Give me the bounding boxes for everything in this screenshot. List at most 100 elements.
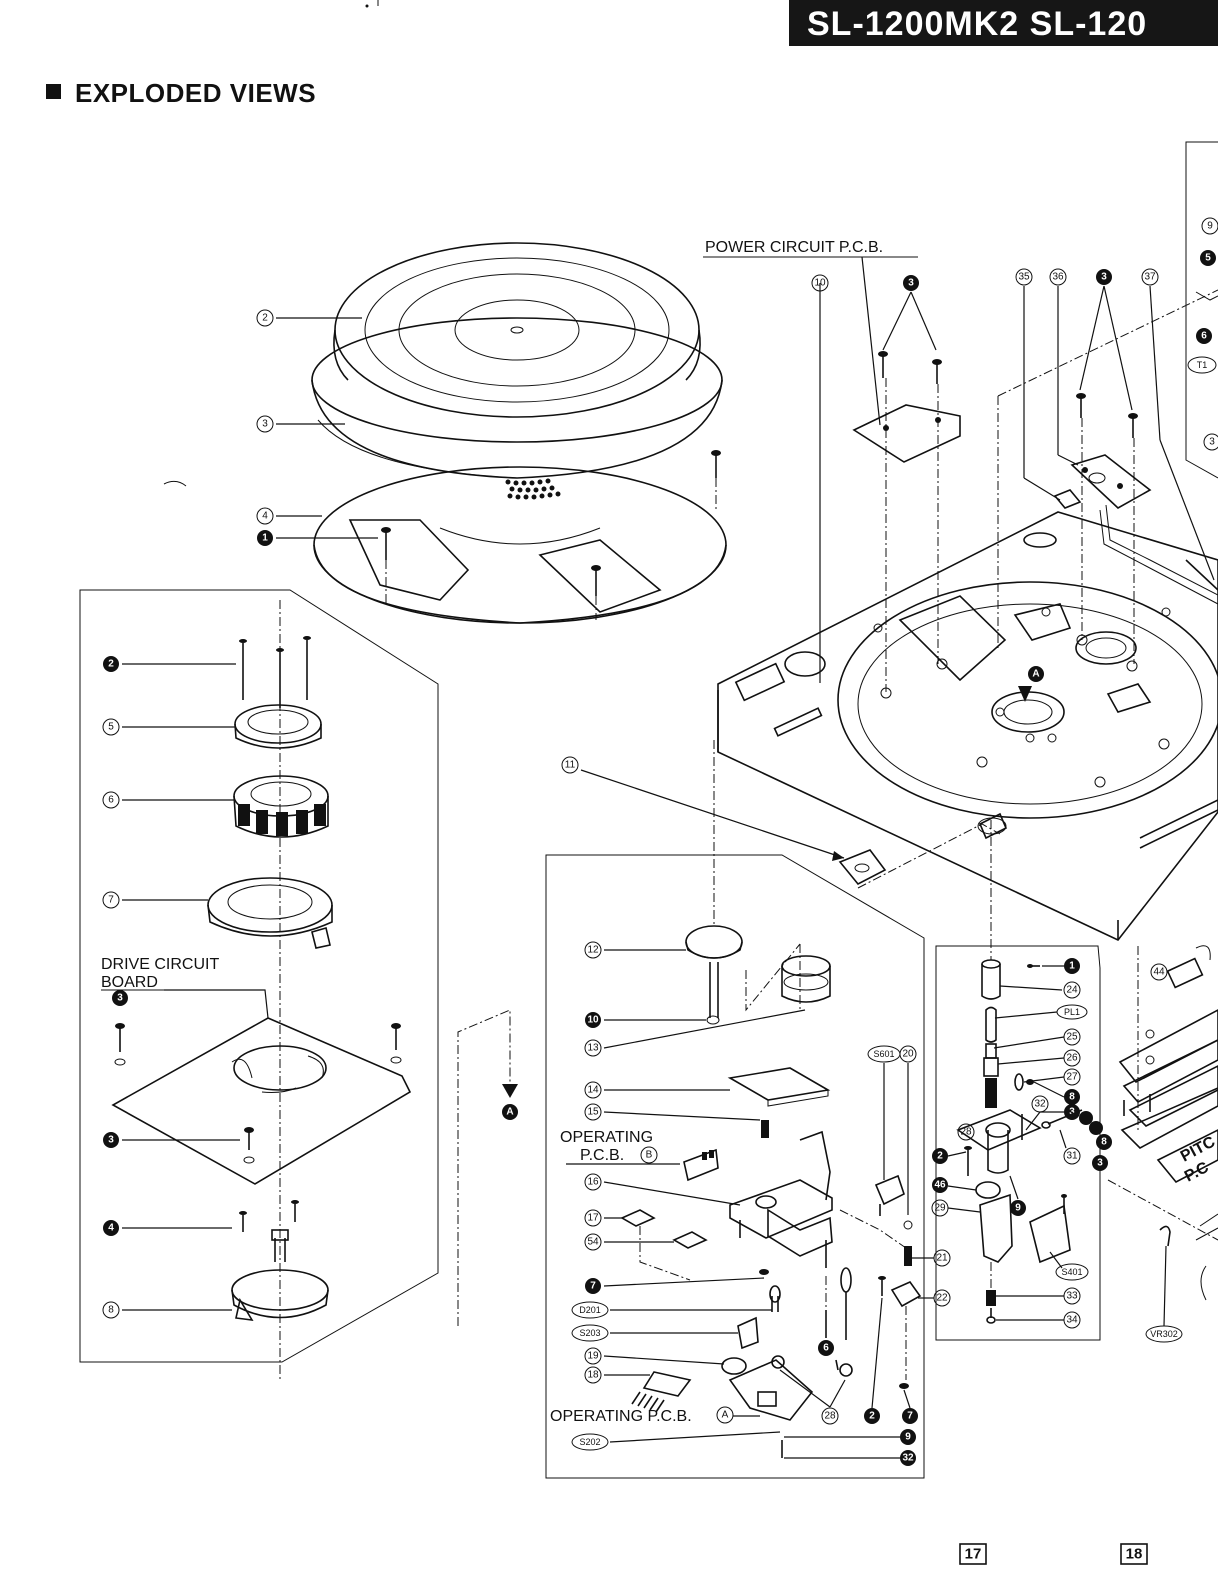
page-number-right: 18 — [1126, 1546, 1143, 1563]
part-11-bracket — [838, 849, 887, 886]
power-circuit-pcb — [852, 404, 961, 463]
svg-text:1: 1 — [262, 533, 268, 544]
page-number-left: 17 — [965, 1546, 982, 1563]
bracket-36 — [1070, 454, 1152, 509]
svg-text:10: 10 — [814, 278, 826, 289]
svg-text:A: A — [1032, 669, 1039, 680]
svg-text:20: 20 — [902, 1049, 914, 1060]
svg-text:8: 8 — [1101, 1137, 1107, 1148]
svg-text:25: 25 — [1066, 1032, 1078, 1043]
coil-segments — [238, 804, 326, 836]
svg-text:6: 6 — [108, 795, 114, 806]
spring-15 — [761, 1120, 769, 1138]
platter-group — [311, 242, 727, 624]
svg-text:37: 37 — [1144, 272, 1156, 283]
turntable-mat — [334, 242, 700, 418]
svg-text:28: 28 — [960, 1127, 972, 1138]
operating-pcb-a — [728, 1359, 814, 1421]
svg-text:7: 7 — [907, 1411, 913, 1422]
op-pcb-b-label-2: P.C.B. — [580, 1147, 624, 1164]
svg-text:46: 46 — [934, 1180, 946, 1191]
button-plate-14 — [727, 1067, 831, 1101]
svg-text:3: 3 — [908, 278, 914, 289]
button-cap-24 — [981, 964, 1001, 1000]
section-title: EXPLODED VIEWS — [46, 78, 316, 109]
svg-text:3: 3 — [1097, 1158, 1103, 1169]
drive-circuit-board-label-1: DRIVE CIRCUIT — [101, 956, 219, 973]
svg-text:54: 54 — [587, 1237, 599, 1248]
svg-text:14: 14 — [587, 1085, 599, 1096]
svg-text:26: 26 — [1066, 1053, 1078, 1064]
svg-text:4: 4 — [108, 1223, 114, 1234]
op-pcb-a-label: OPERATING P.C.B. — [550, 1408, 692, 1425]
square-bullet-icon — [46, 84, 61, 99]
svg-text:15: 15 — [587, 1107, 599, 1118]
switch-bracket-29 — [979, 1193, 1013, 1263]
callout-4 — [256, 507, 274, 525]
switch-plate-28 — [956, 1109, 1042, 1151]
svg-text:28: 28 — [824, 1411, 836, 1422]
ref-s203: S203 — [579, 1328, 600, 1338]
svg-text:36: 36 — [1052, 272, 1064, 283]
op-pcb-b-mark: B — [646, 1150, 653, 1161]
switch-assembly-frame — [935, 945, 1101, 1341]
model-title: SL-1200MK2 SL-120 — [807, 5, 1148, 43]
svg-text:35: 35 — [1018, 272, 1030, 283]
turntable-platter — [311, 317, 723, 443]
svg-text:9: 9 — [905, 1432, 911, 1443]
op-pcb-b-label-1: OPERATING — [560, 1129, 653, 1146]
page-number-right-box — [1120, 1543, 1148, 1565]
svg-text:18: 18 — [587, 1370, 599, 1381]
platter-screws — [381, 450, 721, 620]
operating-frame-16 — [729, 1179, 833, 1239]
svg-text:8: 8 — [1069, 1092, 1075, 1103]
svg-text:29: 29 — [934, 1203, 946, 1214]
svg-text:2: 2 — [262, 313, 268, 324]
svg-text:3: 3 — [1209, 437, 1215, 448]
svg-text:5: 5 — [108, 722, 114, 733]
svg-text:2: 2 — [108, 659, 114, 670]
callout-3 — [256, 415, 274, 433]
svg-text:3: 3 — [1101, 272, 1107, 283]
operating-assembly-frame — [545, 854, 925, 1479]
svg-text:44: 44 — [1153, 967, 1165, 978]
svg-text:4: 4 — [262, 511, 268, 522]
ref-s401: S401 — [1061, 1267, 1082, 1277]
drive-circuit-board-label-2: BOARD — [101, 974, 158, 991]
board-screws — [114, 1023, 402, 1164]
chassis-cabinet: A — [717, 511, 1218, 941]
svg-text:16: 16 — [587, 1177, 599, 1188]
svg-text:6: 6 — [1201, 331, 1207, 342]
svg-text:21: 21 — [936, 1253, 948, 1264]
ref-a-left: A — [506, 1107, 513, 1118]
svg-text:8: 8 — [108, 1305, 114, 1316]
motor-assembly-frame — [79, 589, 439, 1363]
svg-text:2: 2 — [937, 1151, 943, 1162]
svg-text:19: 19 — [587, 1351, 599, 1362]
callout-b1 — [257, 530, 273, 546]
svg-text:6: 6 — [823, 1343, 829, 1354]
ref-s601: S601 — [873, 1049, 894, 1059]
svg-text:32: 32 — [1034, 1099, 1046, 1110]
svg-text:27: 27 — [1066, 1072, 1078, 1083]
page-number-left-box — [959, 1543, 987, 1565]
strobe-dots — [505, 478, 561, 500]
knob-13 — [781, 955, 831, 977]
svg-text:24: 24 — [1066, 985, 1078, 996]
ref-d201: D201 — [579, 1305, 601, 1315]
power-circuit-pcb-label: POWER CIRCUIT P.C.B. — [705, 239, 883, 256]
motor-screws — [239, 636, 311, 708]
svg-text:9: 9 — [1015, 1203, 1021, 1214]
drive-circuit-board — [111, 1017, 412, 1185]
ref-pl1: PL1 — [1064, 1007, 1080, 1017]
svg-text:22: 22 — [936, 1293, 948, 1304]
pitch-pcb-area: 44 PITC P.C VR302 — [1107, 945, 1218, 1343]
svg-text:12: 12 — [587, 945, 599, 956]
svg-text:5: 5 — [1205, 253, 1211, 264]
svg-text:13: 13 — [587, 1043, 599, 1054]
ref-vr302: VR302 — [1150, 1329, 1178, 1339]
callout-2 — [256, 309, 274, 327]
svg-text:31: 31 — [1066, 1151, 1078, 1162]
svg-text:32: 32 — [902, 1453, 914, 1464]
